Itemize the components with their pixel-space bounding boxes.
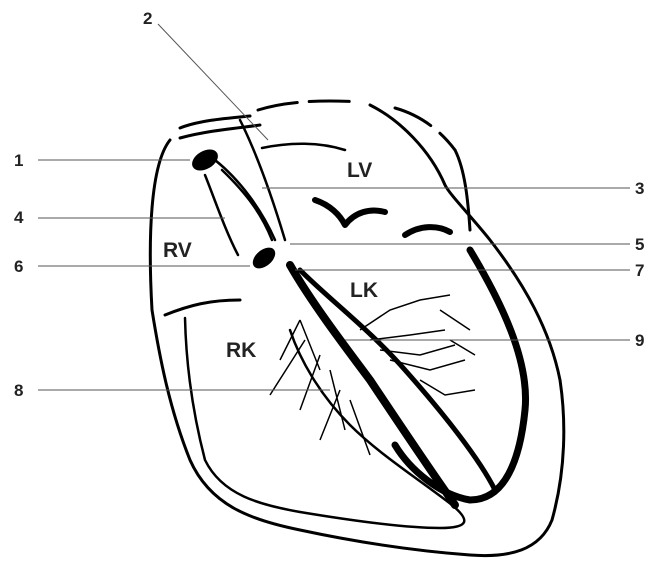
- number-5: 5: [635, 236, 644, 253]
- septum-inner: [300, 270, 495, 490]
- region-lk: LK: [350, 280, 378, 301]
- region-rv: RV: [163, 240, 192, 261]
- valve-6: [249, 244, 279, 273]
- number-4: 4: [14, 209, 23, 226]
- number-3: 3: [635, 180, 644, 197]
- purkinje-fibers: [270, 295, 475, 455]
- region-lv: LV: [347, 160, 372, 181]
- rv-top-wall: [165, 300, 240, 315]
- atrium-right-wall: [455, 150, 470, 230]
- number-7: 7: [635, 262, 644, 279]
- aortic-leaflet: [405, 227, 450, 235]
- lv-roof: [262, 144, 345, 150]
- region-rk: RK: [226, 340, 256, 361]
- atrium-top: [258, 101, 455, 150]
- number-6: 6: [14, 258, 23, 275]
- valve-1: [188, 145, 221, 175]
- number-8: 8: [14, 382, 23, 399]
- number-2: 2: [143, 10, 152, 27]
- number-1: 1: [14, 152, 23, 169]
- mitral-leaflet: [315, 200, 385, 225]
- number-9: 9: [635, 332, 644, 349]
- lv-inner-wall: [395, 250, 526, 500]
